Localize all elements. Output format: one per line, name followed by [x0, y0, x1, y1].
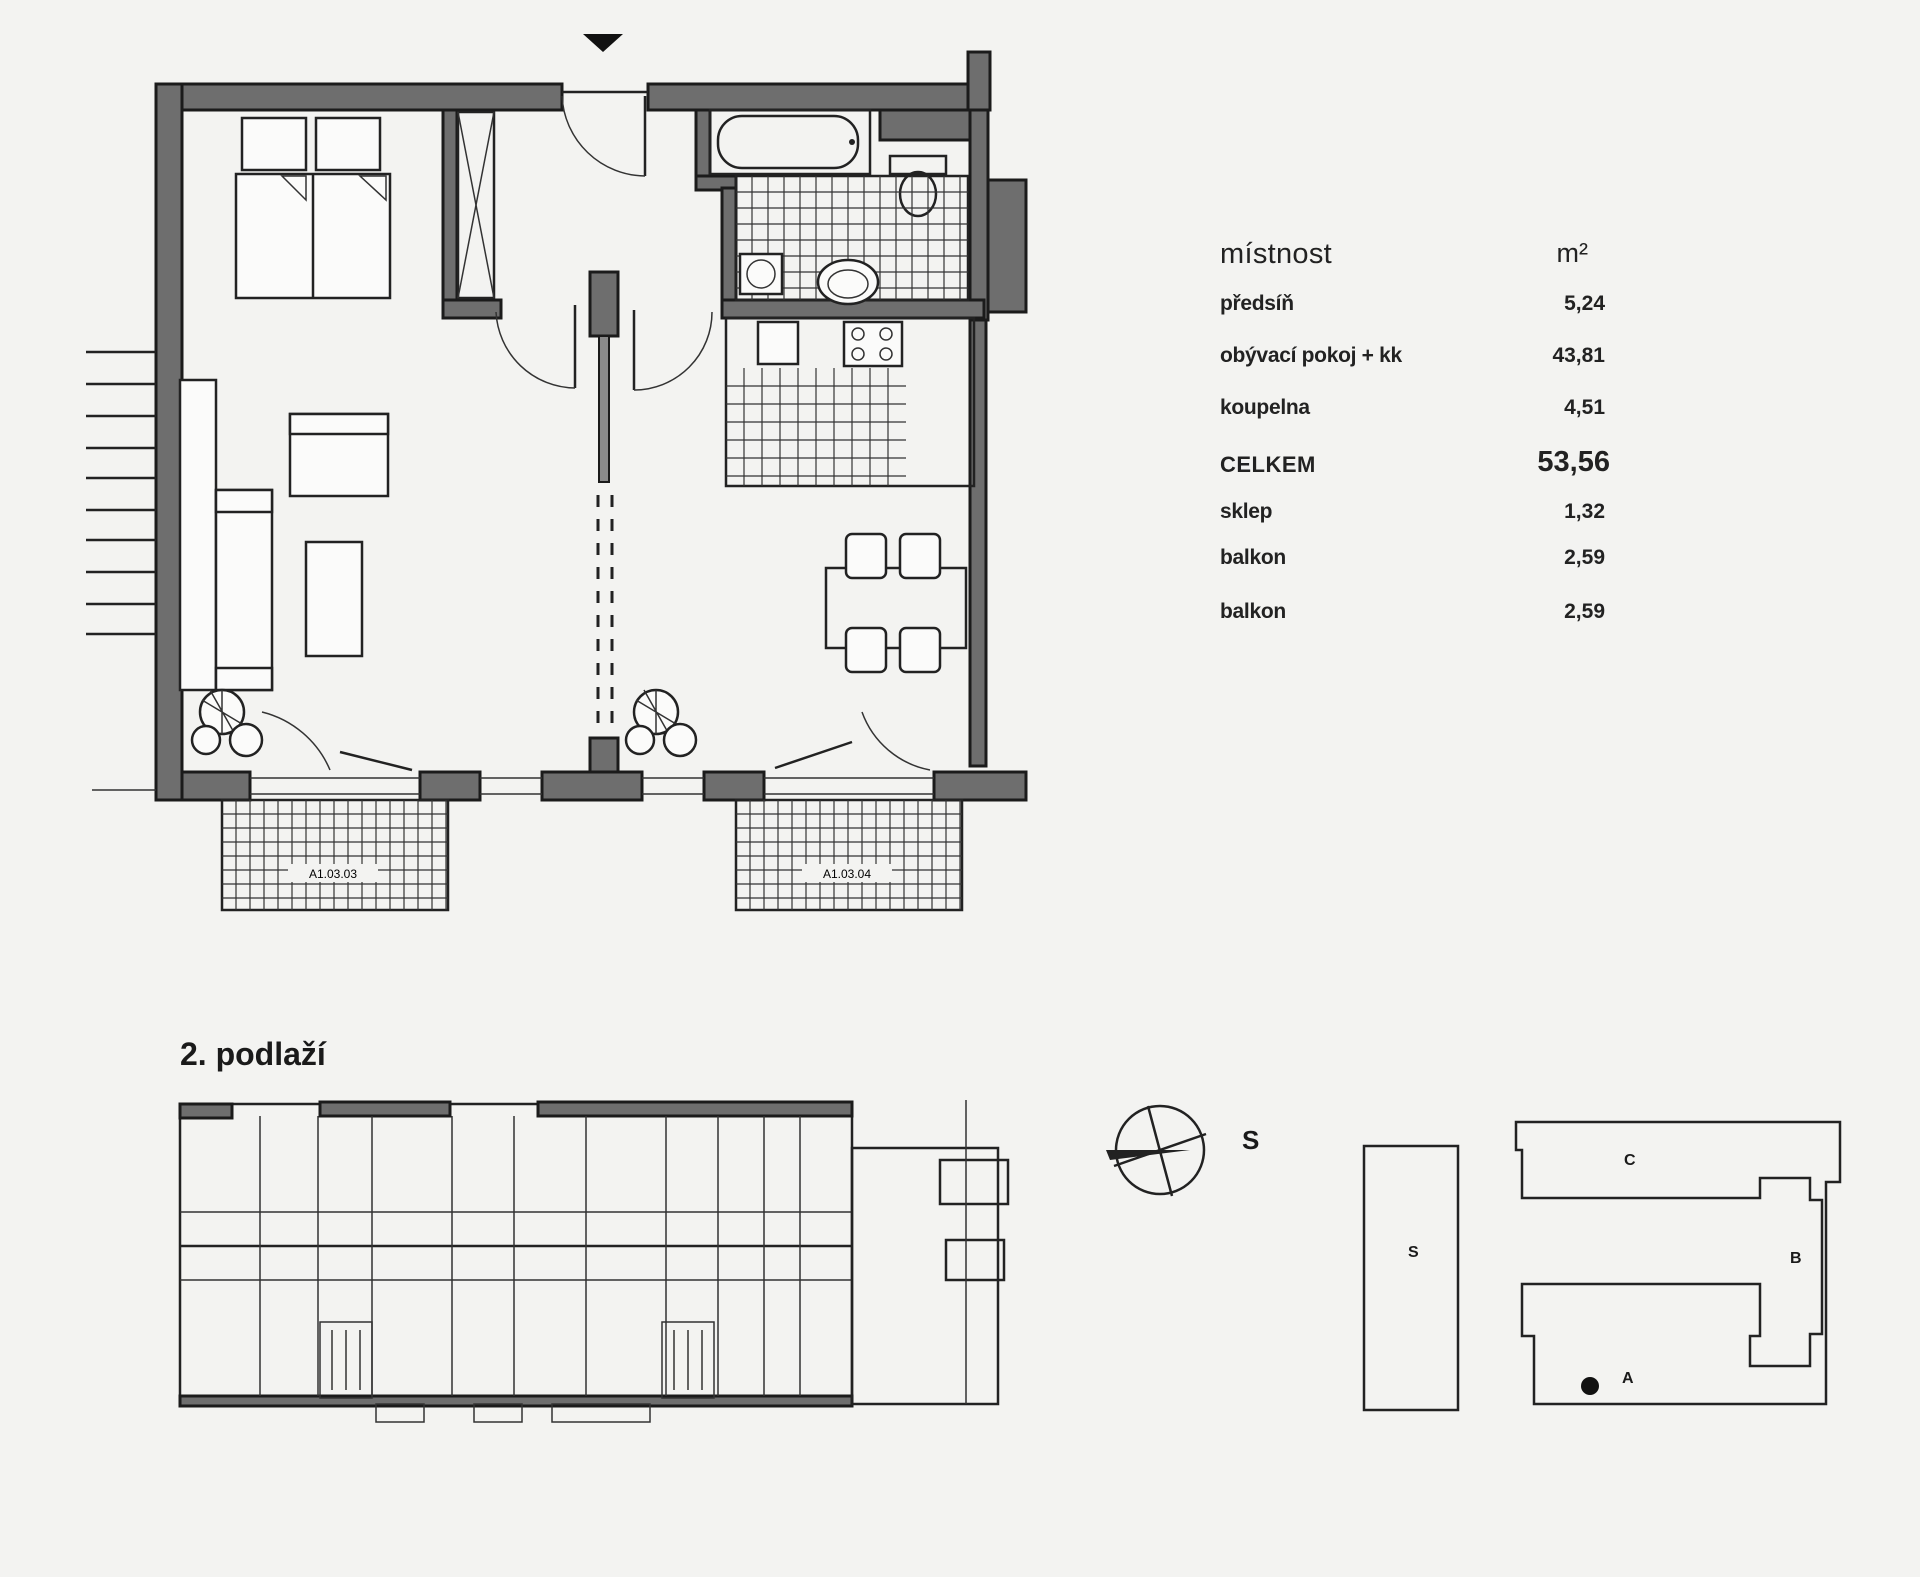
doors [261, 90, 931, 772]
compass-label: S [1242, 1125, 1260, 1155]
double-bed [234, 116, 392, 300]
balcony-code-label: A1.03.03 [309, 867, 357, 881]
room-area: 4,51 [1564, 396, 1605, 419]
left-louvers [86, 350, 156, 636]
entrance-arrow-icon [583, 34, 623, 52]
room-area: 2,59 [1564, 600, 1605, 623]
area-row: obývací pokoj + kk 43,81 [1210, 344, 1630, 374]
living-room-furniture [178, 378, 390, 692]
header-room: místnost [1220, 238, 1332, 270]
dashed-partition [596, 495, 614, 735]
building-label-a: A [1622, 1370, 1634, 1387]
room-area: 2,59 [1564, 546, 1605, 569]
area-table-header: místnost m² [1210, 238, 1630, 270]
extra-row: balkon 2,59 [1210, 546, 1630, 576]
balcony-right: A1.03.04 [734, 798, 964, 912]
header-unit: m² [1556, 238, 1588, 268]
room-name: předsíň [1220, 292, 1294, 315]
room-area: 43,81 [1552, 344, 1605, 367]
total-label: CELKEM [1220, 452, 1316, 477]
outer-walls [154, 50, 1028, 802]
kitchen [724, 316, 976, 488]
room-name: sklep [1220, 500, 1273, 523]
floor-label: 2. podlaží [180, 1036, 326, 1072]
extra-row: balkon 2,59 [1210, 600, 1630, 630]
room-area: 1,32 [1564, 500, 1605, 523]
building-label-c: C [1624, 1152, 1636, 1169]
area-row: koupelna 4,51 [1210, 396, 1630, 426]
plant-icon-right [624, 688, 698, 758]
building-label-s: S [1408, 1244, 1419, 1261]
room-area: 5,24 [1564, 292, 1605, 315]
dining-set [824, 532, 968, 674]
balcony-code-label: A1.03.04 [823, 867, 871, 881]
plant-icon-left [190, 688, 264, 758]
bathroom-tiles [734, 174, 970, 306]
room-name: balkon [1220, 546, 1286, 569]
toilet [888, 154, 948, 218]
windows [92, 777, 934, 795]
wardrobe [456, 110, 496, 300]
area-total-row: CELKEM 53,56 [1210, 446, 1630, 482]
total-area: 53,56 [1537, 446, 1610, 478]
bathtub [708, 108, 872, 176]
building-label-b: B [1790, 1250, 1802, 1267]
balcony-left: A1.03.03 [220, 798, 450, 912]
area-row: předsíň 5,24 [1210, 292, 1630, 322]
room-name: obývací pokoj + kk [1220, 344, 1402, 367]
extra-row: sklep 1,32 [1210, 500, 1630, 530]
interior-walls [441, 108, 986, 774]
room-name: koupelna [1220, 396, 1310, 419]
room-name: balkon [1220, 600, 1286, 623]
